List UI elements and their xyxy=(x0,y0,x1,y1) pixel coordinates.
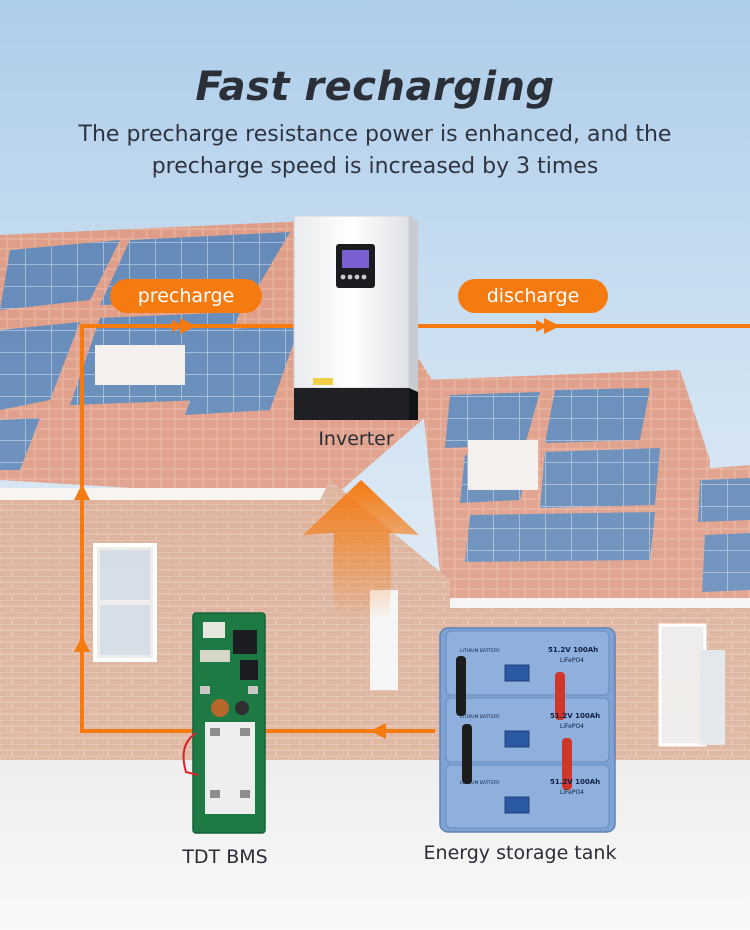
arrow-up-icon xyxy=(74,636,90,652)
arrow-right-icon xyxy=(544,318,560,334)
precharge-label: precharge xyxy=(110,279,262,313)
flow-lines xyxy=(80,324,750,733)
inverter-device xyxy=(293,215,418,420)
flow-arrowheads xyxy=(74,318,560,739)
up-arrow-icon xyxy=(303,480,419,620)
energy-storage-tank xyxy=(439,627,616,833)
battery-module-brand: LITHIUM BATTERY xyxy=(460,648,500,654)
arrow-left-icon xyxy=(370,723,386,739)
storage-caption: Energy storage tank xyxy=(423,842,617,864)
inverter-button xyxy=(354,274,360,280)
arrow-right-icon xyxy=(536,320,548,332)
battery-labels: 51.2V 100Ah 51.2V 100Ah 51.2V 100Ah LiFe… xyxy=(460,646,600,796)
arrow-right-icon xyxy=(172,320,184,332)
battery-module-brand: LITHIUM BATTERY xyxy=(460,780,500,786)
arrow-up-icon xyxy=(74,484,90,500)
inverter-button xyxy=(347,274,353,280)
battery-module-chem: LiFePO4 xyxy=(560,723,584,730)
page-title: Fast recharging xyxy=(195,64,555,110)
page-subtitle: The precharge resistance power is enhanc… xyxy=(78,122,672,179)
arrow-right-icon xyxy=(180,318,196,334)
inverter-button xyxy=(361,274,367,280)
bms-board xyxy=(182,612,266,834)
battery-module-brand: LITHIUM BATTERY xyxy=(460,714,500,720)
discharge-label: discharge xyxy=(458,279,608,313)
bms-caption: TDT BMS xyxy=(182,846,268,868)
battery-module-label: 51.2V 100Ah xyxy=(550,778,600,786)
inverter-caption: Inverter xyxy=(318,428,394,450)
inverter-button xyxy=(340,274,346,280)
battery-module-label: 51.2V 100Ah xyxy=(550,712,600,720)
battery-module-chem: LiFePO4 xyxy=(560,657,584,664)
battery-module-chem: LiFePO4 xyxy=(560,789,584,796)
battery-module-label: 51.2V 100Ah xyxy=(548,646,598,654)
precharge-line xyxy=(80,324,300,733)
